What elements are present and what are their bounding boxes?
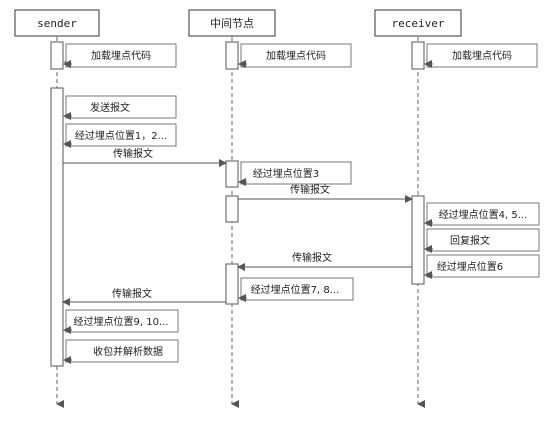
svg-text:回复报文: 回复报文 (450, 234, 490, 247)
svg-text:经过埋点位置4, 5...: 经过埋点位置4, 5... (439, 208, 528, 221)
note-sender-receive: 收包并解析数据 (65, 339, 179, 363)
note-send-message: 发送报文 (65, 95, 177, 119)
svg-text:经过埋点位置9, 10...: 经过埋点位置9, 10... (74, 315, 169, 328)
middle-activation-3 (225, 263, 239, 305)
participant-sender: sender (14, 9, 100, 37)
note-receiver-reply: 回复报文 (426, 228, 540, 252)
message-sender-to-middle-label: 传输报文 (113, 147, 153, 160)
message-middle-to-receiver-label: 传输报文 (290, 183, 330, 196)
participant-sender-label: sender (37, 17, 77, 30)
message-receiver-to-middle-label: 传输报文 (292, 251, 332, 264)
note-sender-load: 加载埋点代码 (64, 43, 177, 68)
middle-activation-2 (225, 195, 239, 223)
receiver-activation-load (411, 41, 425, 70)
svg-text:加载埋点代码: 加载埋点代码 (91, 50, 151, 62)
svg-text:经过埋点位置1，2...: 经过埋点位置1，2... (75, 129, 167, 142)
svg-text:加载埋点代码: 加载埋点代码 (266, 50, 326, 62)
note-receiver-load: 加载埋点代码 (426, 43, 538, 68)
svg-text:经过埋点位置6: 经过埋点位置6 (437, 260, 503, 273)
note-receiver-trace-6: 经过埋点位置6 (426, 254, 540, 278)
receiver-activation-main (411, 195, 425, 285)
svg-text:加载埋点代码: 加载埋点代码 (452, 50, 512, 62)
note-middle-load: 加载埋点代码 (240, 43, 352, 68)
note-receiver-trace-4: 经过埋点位置4, 5... (426, 202, 540, 226)
svg-text:经过埋点位置3: 经过埋点位置3 (253, 167, 319, 180)
participant-middle: 中间节点 (188, 9, 276, 37)
svg-text:发送报文: 发送报文 (90, 101, 130, 114)
middle-activation-1 (225, 160, 239, 188)
participant-receiver-label: receiver (392, 17, 445, 30)
note-sender-trace-1: 经过埋点位置1，2... (65, 123, 177, 147)
participant-middle-label: 中间节点 (210, 17, 254, 30)
svg-text:收包并解析数据: 收包并解析数据 (93, 345, 163, 358)
svg-text:经过埋点位置7, 8...: 经过埋点位置7, 8... (251, 283, 340, 296)
note-middle-trace-3: 经过埋点位置3 (240, 161, 352, 185)
middle-activation-load (225, 41, 239, 70)
sender-activation-load (50, 41, 64, 70)
note-middle-trace-7: 经过埋点位置7, 8... (240, 277, 354, 301)
note-sender-trace-9: 经过埋点位置9, 10... (65, 309, 179, 333)
sender-activation-main (50, 87, 64, 367)
message-middle-to-sender-label: 传输报文 (112, 287, 152, 300)
participant-receiver: receiver (374, 9, 462, 37)
